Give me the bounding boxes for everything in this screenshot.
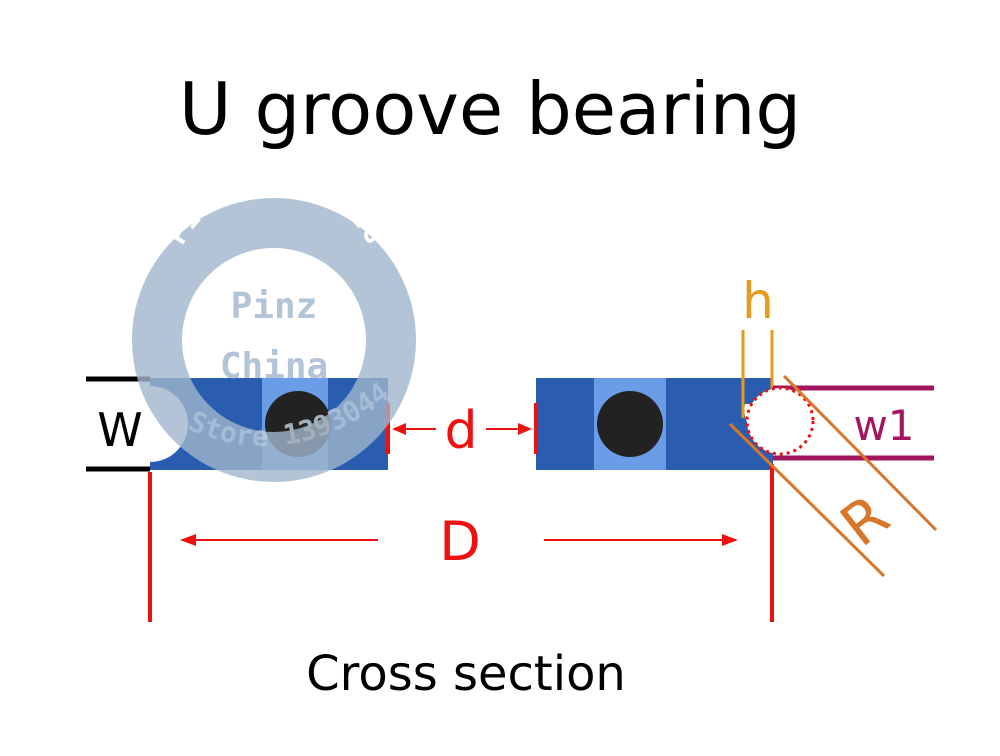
d-outer-dimension xyxy=(148,464,774,622)
label-h: h xyxy=(742,272,774,330)
watermark-line2: China xyxy=(220,346,328,387)
label-d: d xyxy=(444,401,477,461)
right-bearing-section xyxy=(536,378,773,470)
label-w: W xyxy=(97,403,142,457)
watermark-line1: Pinz xyxy=(231,286,318,327)
label-D: D xyxy=(439,510,481,573)
w1-groove-width-lines xyxy=(773,385,934,461)
r-radius-lines xyxy=(728,374,938,578)
diagram-title: U groove bearing xyxy=(179,67,801,151)
diagram-caption: Cross section xyxy=(306,646,626,702)
label-w1: w1 xyxy=(853,401,914,450)
label-R: R xyxy=(828,481,902,559)
wire-circle xyxy=(745,386,815,456)
d-bore-dimension xyxy=(386,403,538,454)
